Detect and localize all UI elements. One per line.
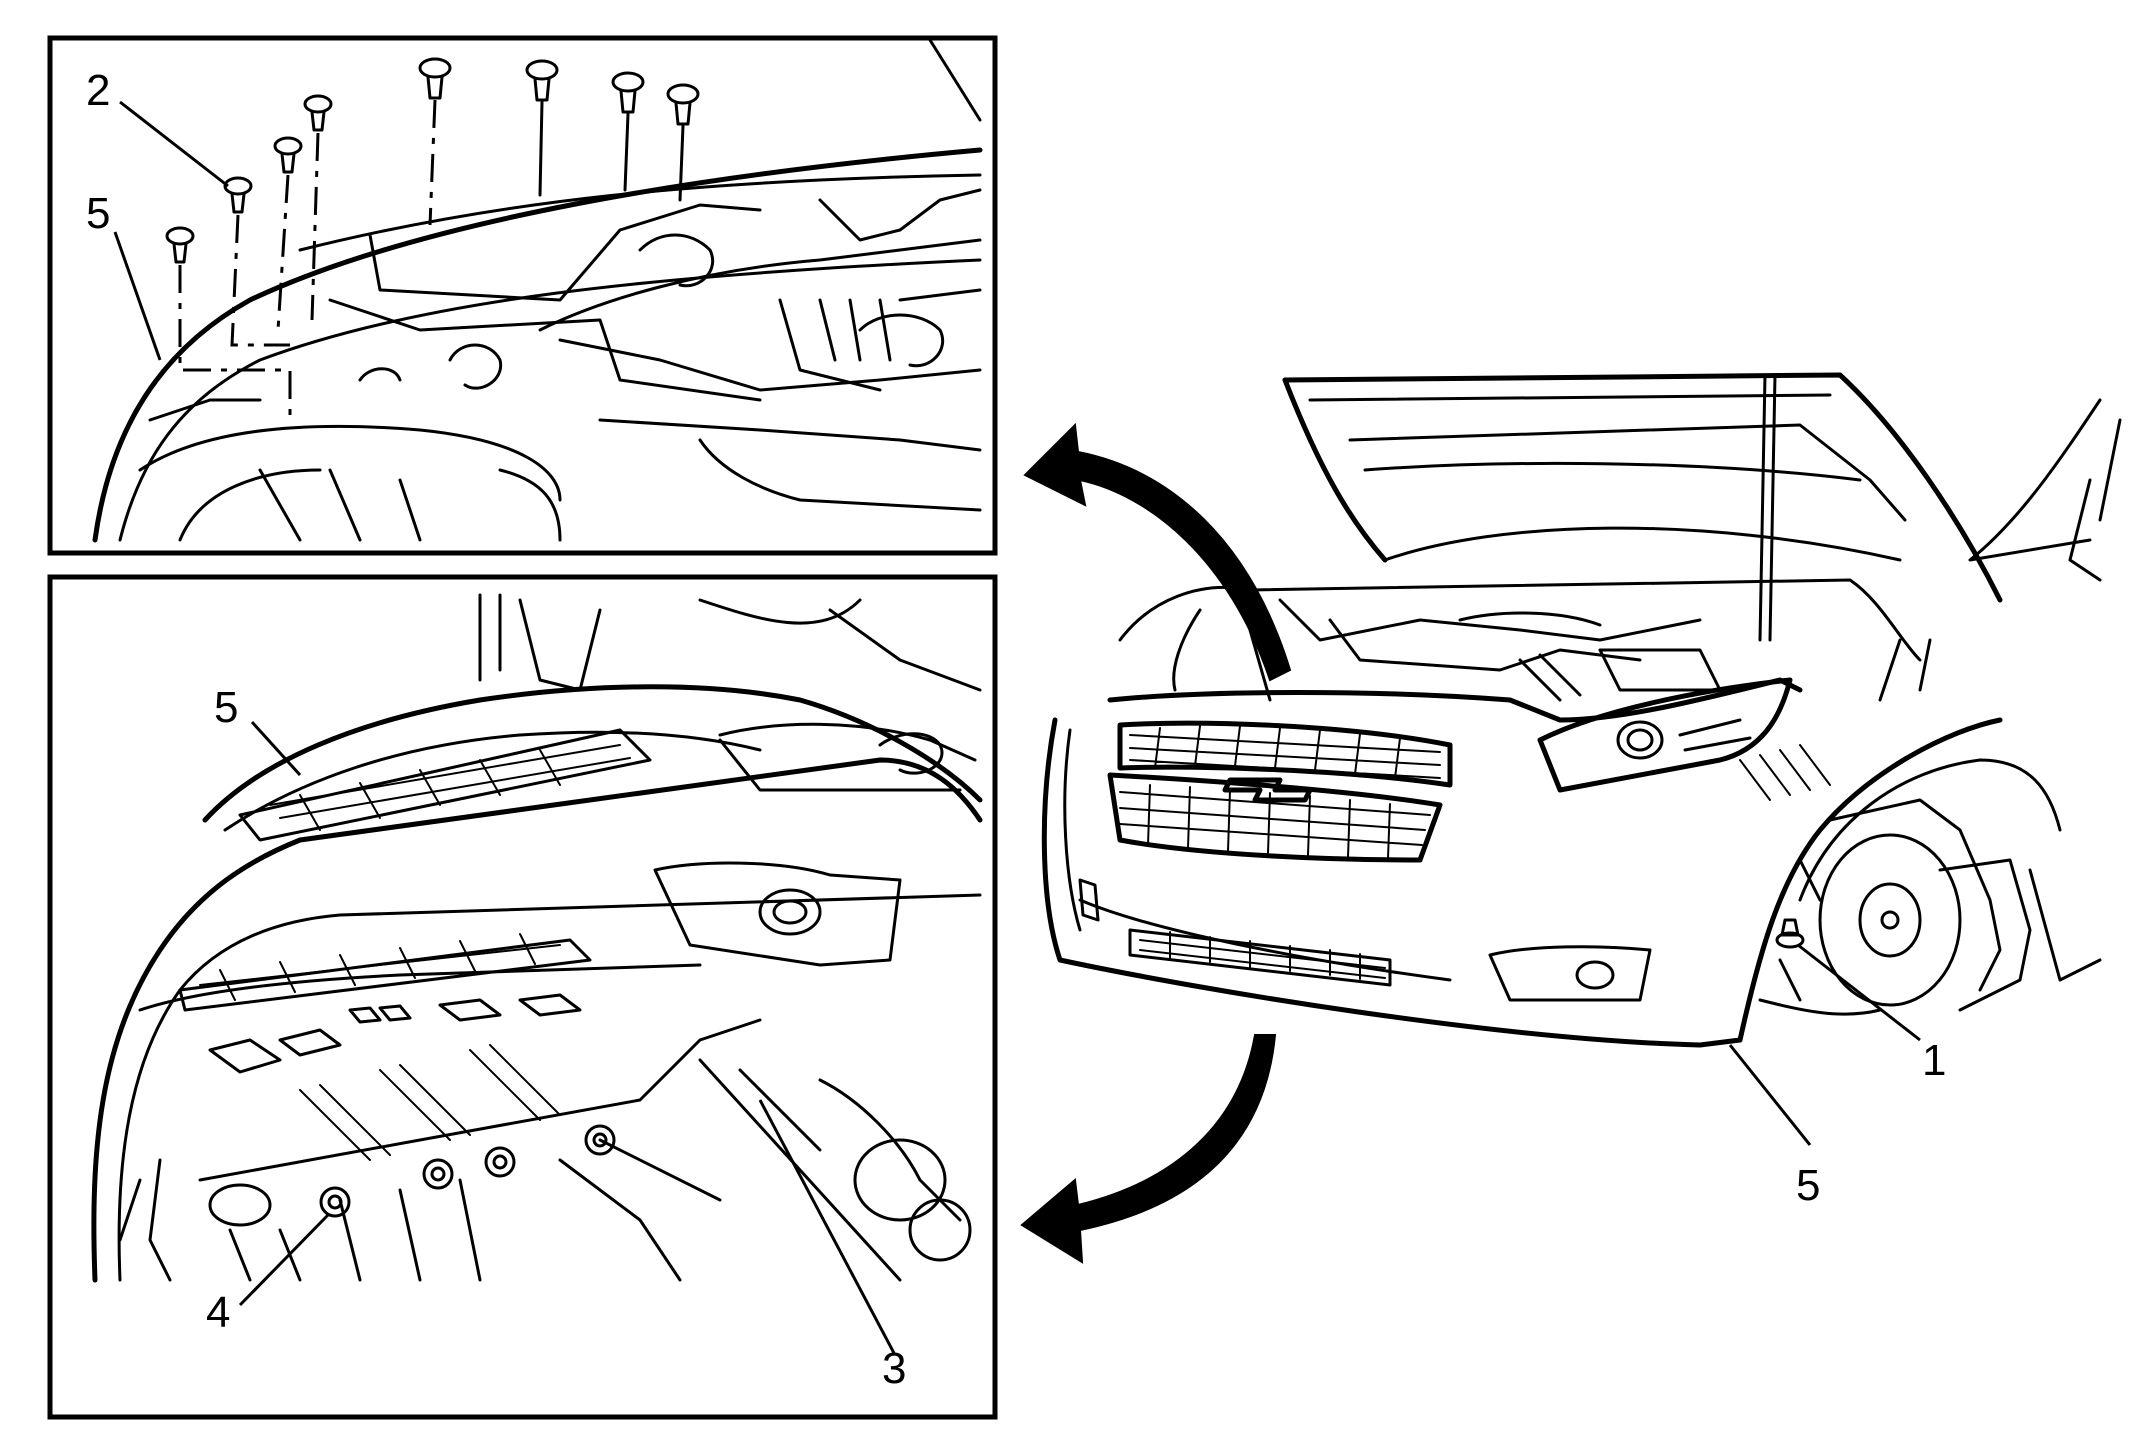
fastener-pin (273, 136, 303, 174)
retainer-nut (584, 1124, 616, 1156)
arrow-to-top-inset (1023, 422, 1292, 682)
callout-2: 2 (86, 66, 110, 115)
bottom-inset-panel: 5 4 3 (47, 574, 998, 1420)
callout-3: 3 (882, 1344, 906, 1393)
callout-5-vehicle: 5 (1796, 1161, 1820, 1210)
arrow-to-bottom-inset (1020, 1034, 1277, 1264)
fastener-pin (525, 59, 559, 102)
top-inset-panel: 2 5 (47, 35, 998, 556)
direction-arrows (1020, 422, 1292, 1264)
fastener-pin (666, 83, 700, 126)
fastener-pin (303, 94, 333, 132)
retainer-nut (484, 1146, 516, 1178)
fastener-pin (223, 176, 253, 214)
fastener-pin (165, 226, 195, 264)
retainer-nuts (319, 1124, 616, 1218)
fastener-pin (418, 57, 452, 100)
callout-5-top: 5 (86, 189, 110, 238)
callout-5-bottom: 5 (214, 683, 238, 732)
retainer-nut (319, 1186, 351, 1218)
fender-screw (1775, 918, 1805, 949)
fastener-pins (165, 57, 700, 264)
retainer-nut (422, 1158, 454, 1190)
callout-1: 1 (1922, 1036, 1946, 1085)
callout-4: 4 (206, 1288, 230, 1337)
fastener-pin (611, 71, 645, 114)
vehicle-front-view: 1 5 (1041, 372, 2122, 1210)
